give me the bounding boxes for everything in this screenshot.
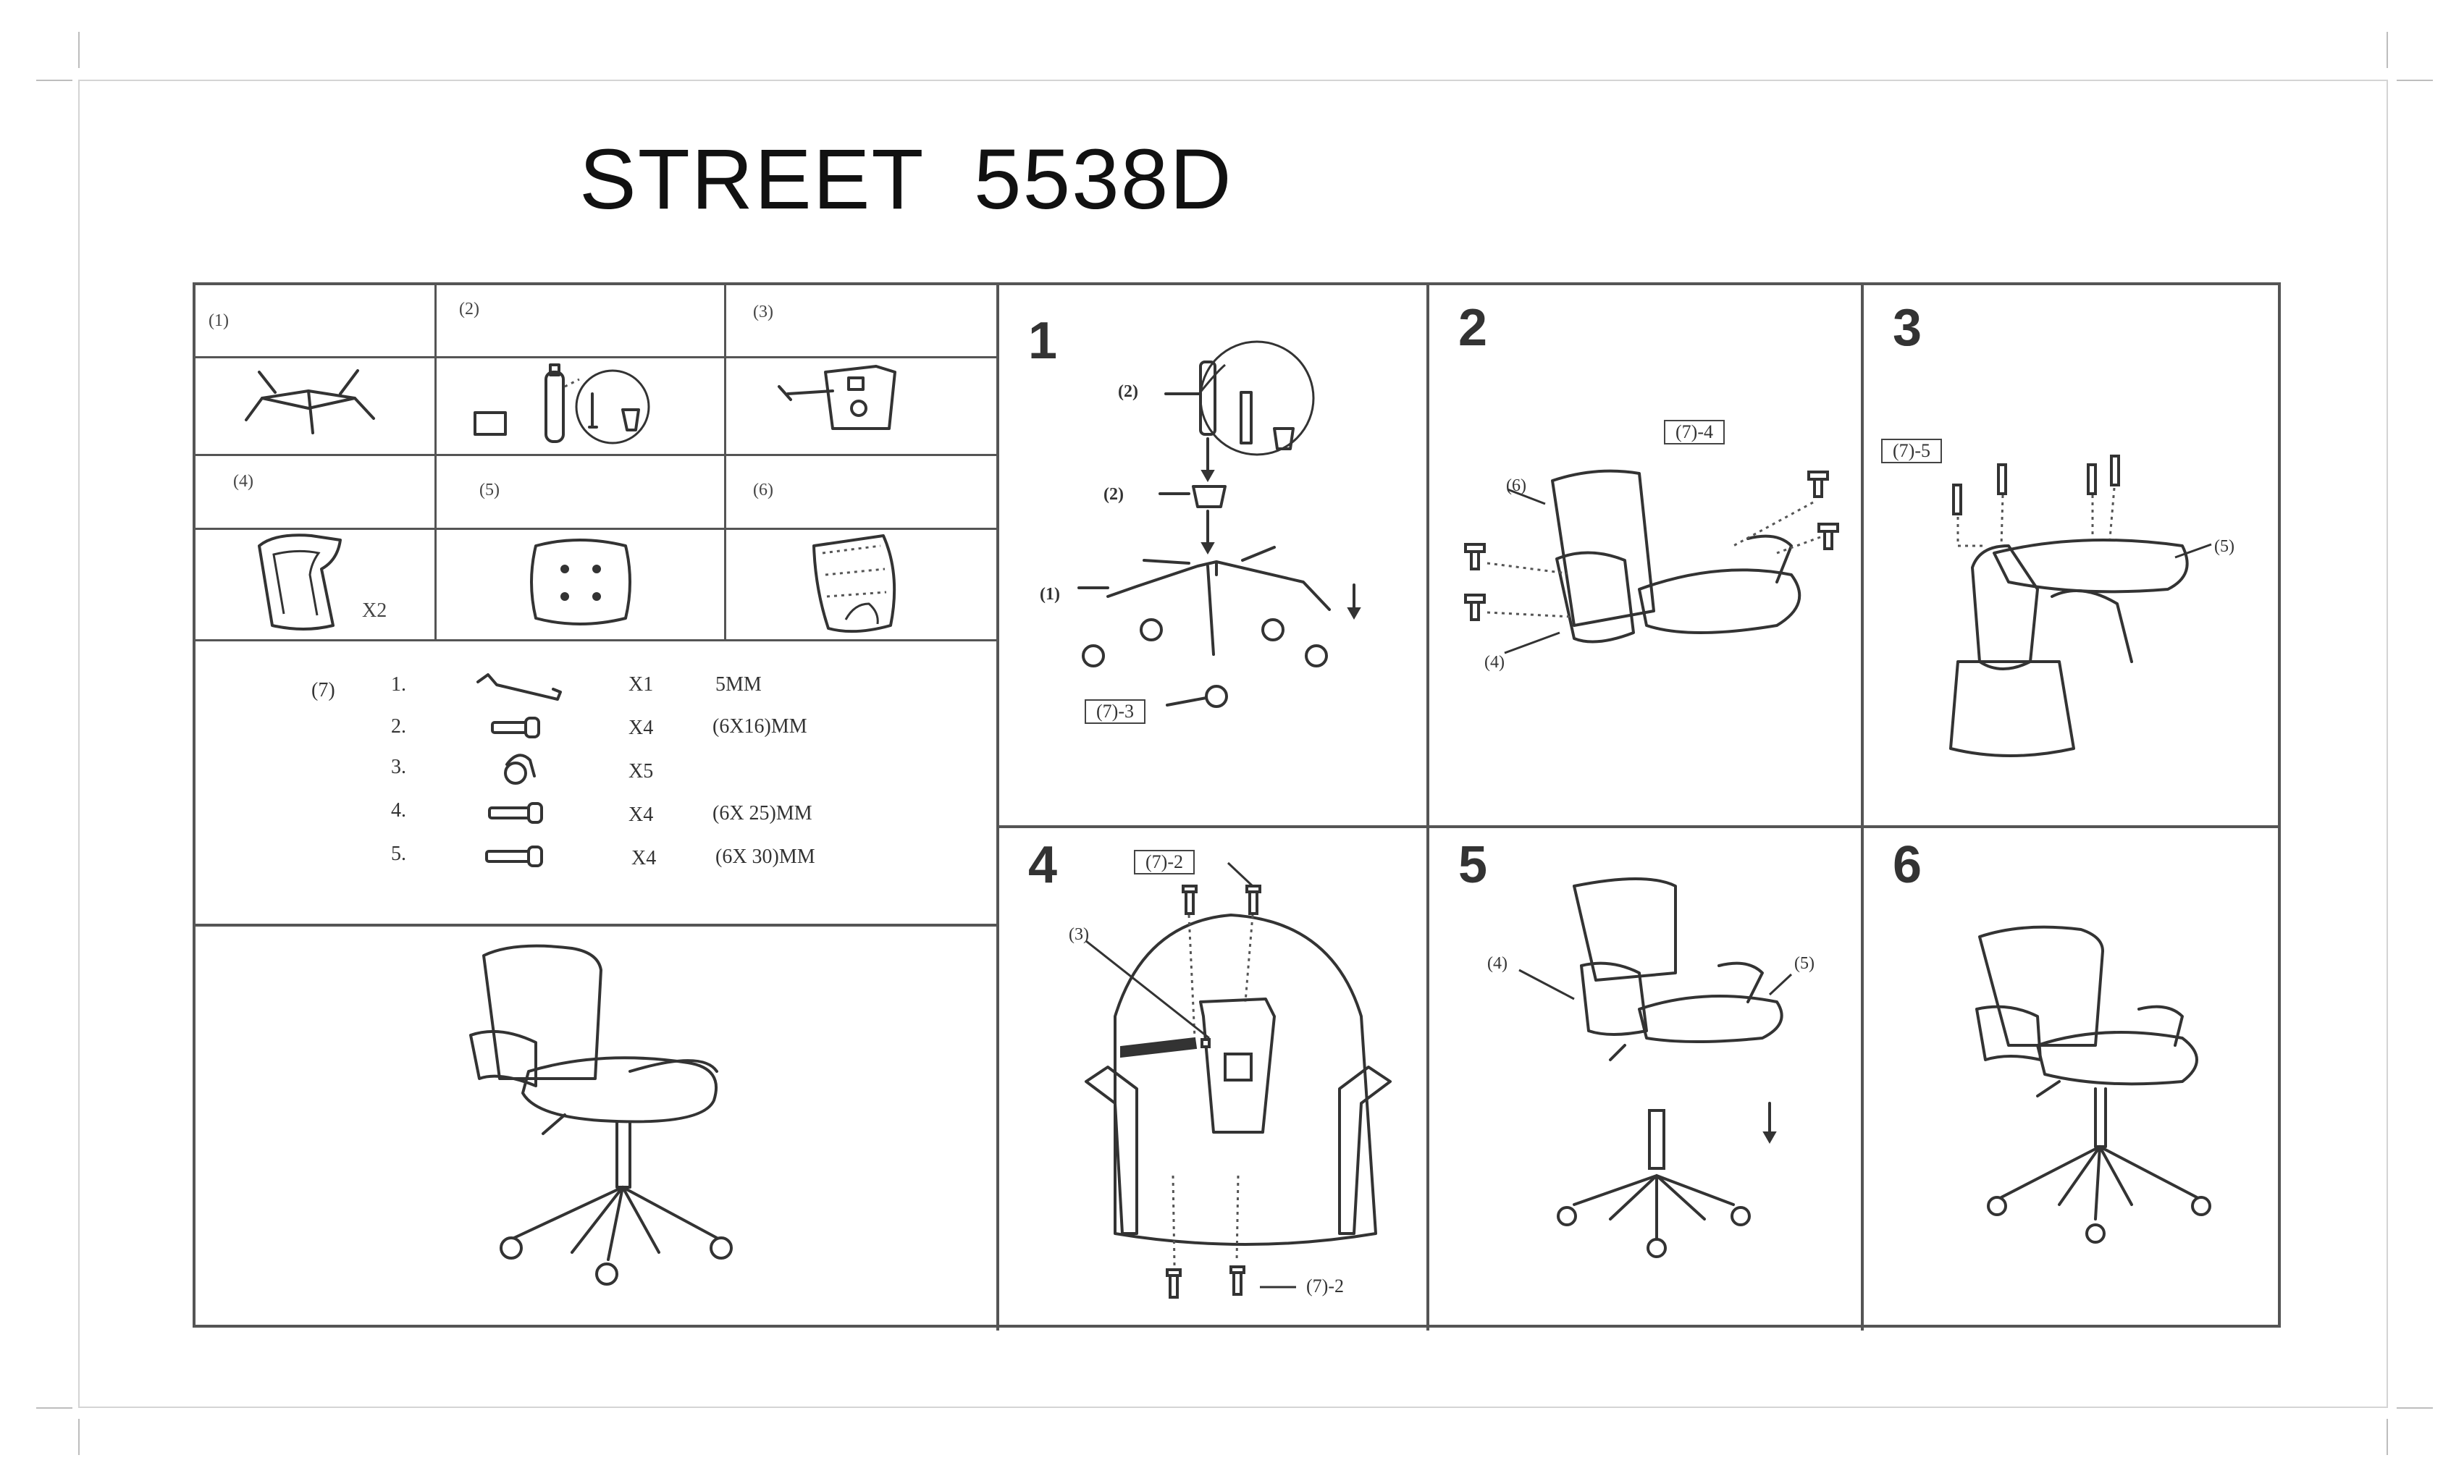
part-quantity: X2 [362,599,387,622]
crop-mark [78,32,80,68]
step-3-panel: 3 (7)-5 (5) [1864,285,2281,825]
part-label: (5) [479,481,500,499]
hardware-row-qty: X4 [631,847,657,869]
crop-mark [36,1407,72,1409]
step-number: 4 [1028,836,1058,894]
gas-lift-illustration [474,363,650,444]
step-1-panel: 1 (2) (2) (1) (7)-3 [999,285,1426,825]
part-label: (2) [459,300,479,319]
hardware-row-number: 1. [391,673,406,696]
step-number: 3 [1893,299,1922,357]
step-tag: (5) [1794,954,1815,973]
step-number: 2 [1458,299,1488,357]
part-label: (3) [753,303,773,321]
crop-mark [2387,32,2388,68]
step-tag: (1) [1040,585,1060,604]
step-tag: (2) [1103,485,1124,504]
chair-illustration [469,944,733,1286]
hardware-row-size: (6X 25)MM [712,802,812,825]
part-label: (4) [233,472,253,491]
step-2-panel: 2 (7)-4 (6) (4) [1429,285,1861,825]
crop-mark [36,80,72,81]
backrest-illustration [812,534,896,633]
seat-illustration [530,539,631,625]
step-number: 5 [1458,836,1488,894]
step-5-illustration [1518,877,1793,1258]
complete-chair-panel [195,927,996,1328]
step-tag: (4) [1484,653,1505,672]
crop-mark [2397,80,2433,81]
hardware-row-number: 2. [391,715,406,738]
hardware-callout: (7)-3 [1085,699,1145,724]
step-tag: (5) [2214,537,2234,556]
part-label: (6) [753,481,773,499]
hardware-row-qty: X5 [628,760,654,783]
hardware-row-number: 5. [391,843,406,865]
page-frame [78,80,2388,1408]
step-3-illustration [1949,455,2212,757]
step-4-panel: 4 (7)-2 (3) (7)-2 [999,828,1426,1328]
hardware-row-size: (6X16)MM [712,715,807,738]
step-4-illustration [1085,861,1392,1299]
step-number: 1 [1028,312,1058,370]
hardware-row-qty: X1 [628,673,654,696]
hardware-row-number: 4. [391,799,406,822]
hardware-row-size: (6X 30)MM [715,846,815,868]
step-number: 6 [1893,836,1922,894]
hardware-callout: (7)-5 [1881,439,1942,463]
step-2-illustration [1464,469,1839,654]
step-5-panel: 5 (4) (5) [1429,828,1861,1328]
mechanism-illustration [778,365,896,430]
hardware-illustrations [476,673,562,867]
base-illustration [245,369,375,434]
crop-mark [78,1419,80,1455]
hardware-row-size: 5MM [715,673,762,696]
armrest-illustration [258,534,342,631]
step-tag: (3) [1069,925,1089,944]
step-1-illustration [1077,340,1361,708]
hardware-row-qty: X4 [628,804,654,826]
part-label: (1) [209,311,229,330]
step-6-illustration [1975,925,2211,1244]
crop-mark [2387,1419,2388,1455]
assembly-grid: (1) (2) (3) (4) (5) (6) X2 [193,282,2281,1331]
hardware-callout: (7)-2 [1134,850,1195,874]
step-tag: (2) [1118,382,1138,401]
hardware-callout: (7)-4 [1664,420,1725,444]
hardware-callout: (7)-2 [1296,1276,1354,1297]
step-tag: (4) [1487,954,1508,973]
parts-panel: (1) (2) (3) (4) (5) (6) X2 [195,285,996,928]
step-6-panel: 6 [1864,828,2281,1328]
hardware-row-number: 3. [391,756,406,778]
hardware-row-qty: X4 [628,717,654,739]
hardware-label: (7) [311,679,335,701]
page-title: STREET 5538D [579,132,1233,227]
crop-mark [2397,1407,2433,1409]
